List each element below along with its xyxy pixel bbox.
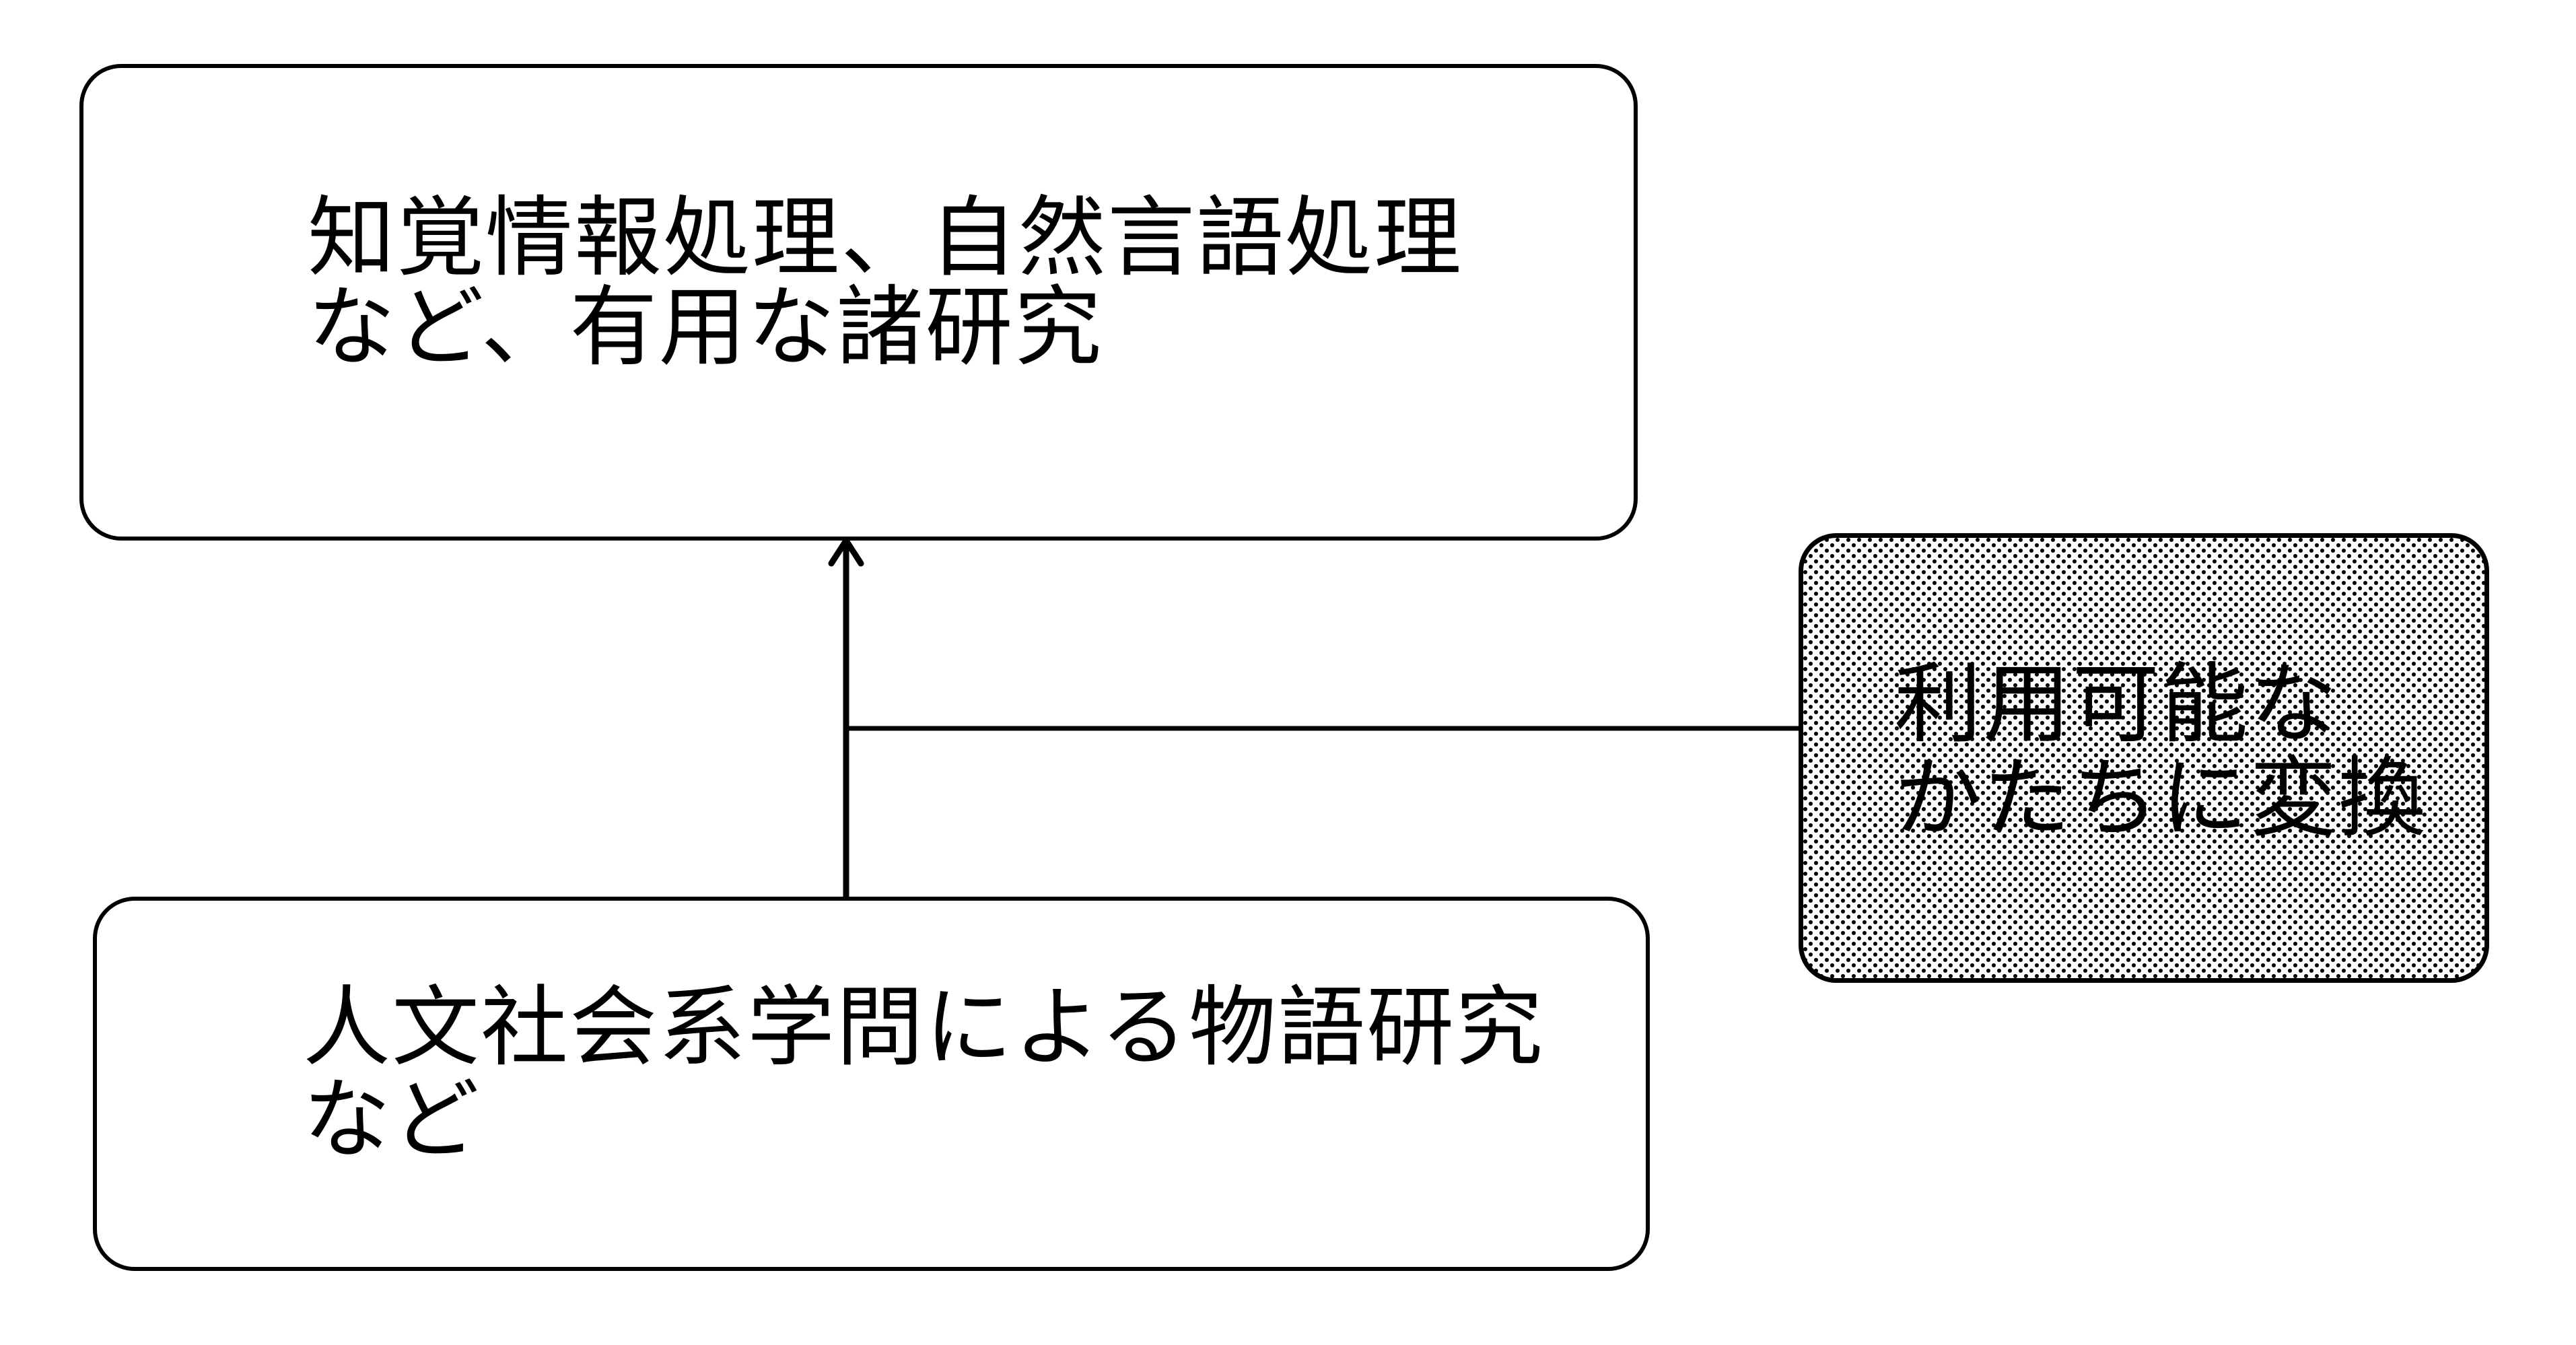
conversion-line1: 利用可能な [1894, 653, 2339, 755]
useful-research-line2: など、有用な諸研究 [308, 276, 1103, 378]
narrative-research-box: 人文社会系学問による物語研究 など [93, 897, 1650, 1271]
up-arrowhead-icon [828, 537, 864, 567]
useful-research-text: 知覚情報処理、自然言語処理 など、有用な諸研究 [308, 193, 1463, 372]
conversion-line2: かたちに変換 [1894, 747, 2428, 850]
narrative-research-text: 人文社会系学問による物語研究 など [303, 981, 1544, 1166]
conversion-text: 利用可能な かたちに変換 [1894, 657, 2427, 846]
narrative-research-line1: 人文社会系学問による物語研究 [303, 976, 1545, 1078]
useful-research-box: 知覚情報処理、自然言語処理 など、有用な諸研究 [79, 64, 1638, 541]
useful-research-line1: 知覚情報処理、自然言語処理 [308, 186, 1463, 289]
narrative-research-line2: など [303, 1068, 481, 1171]
conversion-box: 利用可能な かたちに変換 [1799, 533, 2489, 983]
